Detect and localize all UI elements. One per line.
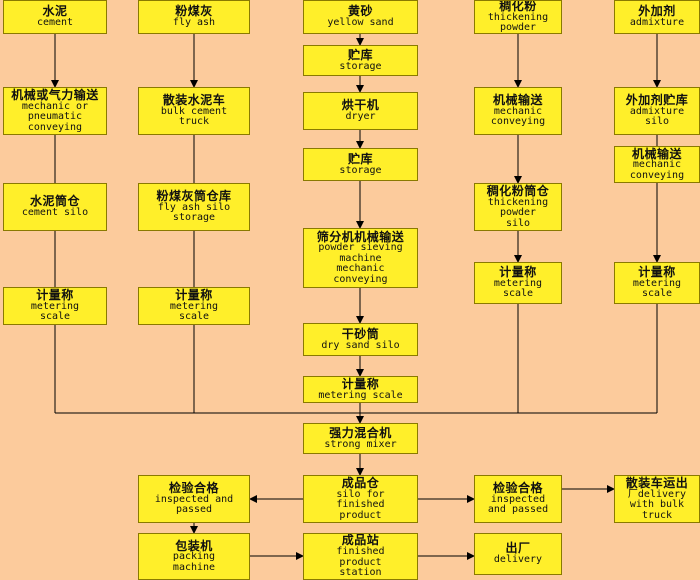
node-label-zh: 检验合格 (168, 481, 219, 496)
node-label-zh: 成品仓 (341, 475, 380, 490)
node-label-en: thickening powder (487, 11, 549, 34)
node-label-en: metering scale (30, 300, 80, 323)
node-label-zh: 贮库 (347, 151, 373, 166)
node-label-en: silo for finished product (336, 488, 385, 521)
node-label-zh: 成品站 (341, 533, 380, 548)
node-label-en: finished product station (336, 546, 385, 579)
node-label-zh: 计量称 (36, 288, 74, 303)
node-label-zh: 贮库 (347, 47, 373, 62)
node-label-en: storage (339, 164, 382, 176)
node-label-zh: 外加剂贮库 (625, 93, 689, 108)
node-label-en: metering scale (493, 277, 543, 300)
node-label-en: mechanic or pneumatic conveying (21, 100, 89, 133)
node-label-zh: 机械输送 (492, 93, 543, 108)
node-label-zh: 水泥 (42, 4, 68, 19)
node-label-en: storage (339, 60, 382, 72)
node-label-en: cement silo (21, 207, 89, 219)
node-label-zh: 稠化粉筒仓 (486, 183, 550, 198)
node-label-en: yellow sand (327, 17, 394, 29)
node-label-zh: 出厂 (505, 541, 531, 556)
node-label-zh: 计量称 (175, 288, 213, 303)
node-label-zh: 机械或气力输送 (11, 87, 99, 102)
node-label-zh: 筛分机机械输送 (316, 229, 405, 244)
node-label-zh: 外加剂 (638, 4, 676, 19)
node-label-en: delivery (493, 554, 543, 566)
node-label-zh: 强力混合机 (329, 425, 392, 440)
node-label-zh: 粉煤灰筒仓库 (156, 189, 232, 204)
node-label-en: inspected and passed (154, 493, 234, 516)
node-label-zh: 散装水泥车 (162, 93, 226, 108)
node-label-en: packing machine (172, 551, 216, 573)
node-label-zh: 计量称 (499, 265, 537, 280)
node-label-zh: 散装车运出 (625, 475, 689, 490)
node-label-en: 厂delivery with bulk truck (627, 488, 687, 521)
node-label-en: admixture (629, 17, 685, 29)
node-label-en: dryer (345, 111, 376, 123)
flow-connectors (51, 34, 661, 560)
node-label-en: metering scale (169, 300, 219, 323)
node-label-en: mechanic conveying (629, 159, 685, 181)
node-label-en: inspected and passed (487, 493, 549, 516)
node-label-en: strong mixer (324, 438, 397, 450)
node-label-zh: 粉煤灰 (175, 4, 213, 19)
node-label-zh: 机械输送 (631, 146, 682, 161)
node-label-zh: 干砂筒 (341, 326, 380, 341)
node-label-zh: 计量称 (341, 376, 380, 391)
node-label-en: powder sieving machine mechanic conveyin… (318, 242, 403, 285)
node-label-zh: 水泥筒仓 (29, 194, 80, 209)
node-label-en: metering scale (318, 389, 403, 401)
node-bulk-delivery: 散装车运出厂delivery with bulk truck (614, 475, 700, 523)
node-label-zh: 计量称 (638, 265, 676, 280)
node-label-en: mechanic conveying (490, 105, 546, 128)
node-label-zh: 稠化粉 (499, 0, 537, 14)
node-label-zh: 烘干机 (341, 98, 380, 113)
node-label-en: bulk cement truck (160, 105, 228, 128)
node-label-zh: 黄砂 (347, 4, 373, 19)
node-label-zh: 检验合格 (492, 481, 543, 496)
node-label-en: fly ash (172, 17, 216, 29)
node-label-en: fly ash silo storage (157, 201, 231, 224)
node-label-en: metering scale (632, 277, 682, 300)
node-label-en: thickening powder silo (487, 196, 549, 229)
node-label-en: cement (36, 17, 74, 29)
node-label-en: dry sand silo (321, 339, 400, 351)
node-label-en: admixture silo (629, 105, 685, 128)
node-label-zh: 包装机 (175, 538, 213, 553)
